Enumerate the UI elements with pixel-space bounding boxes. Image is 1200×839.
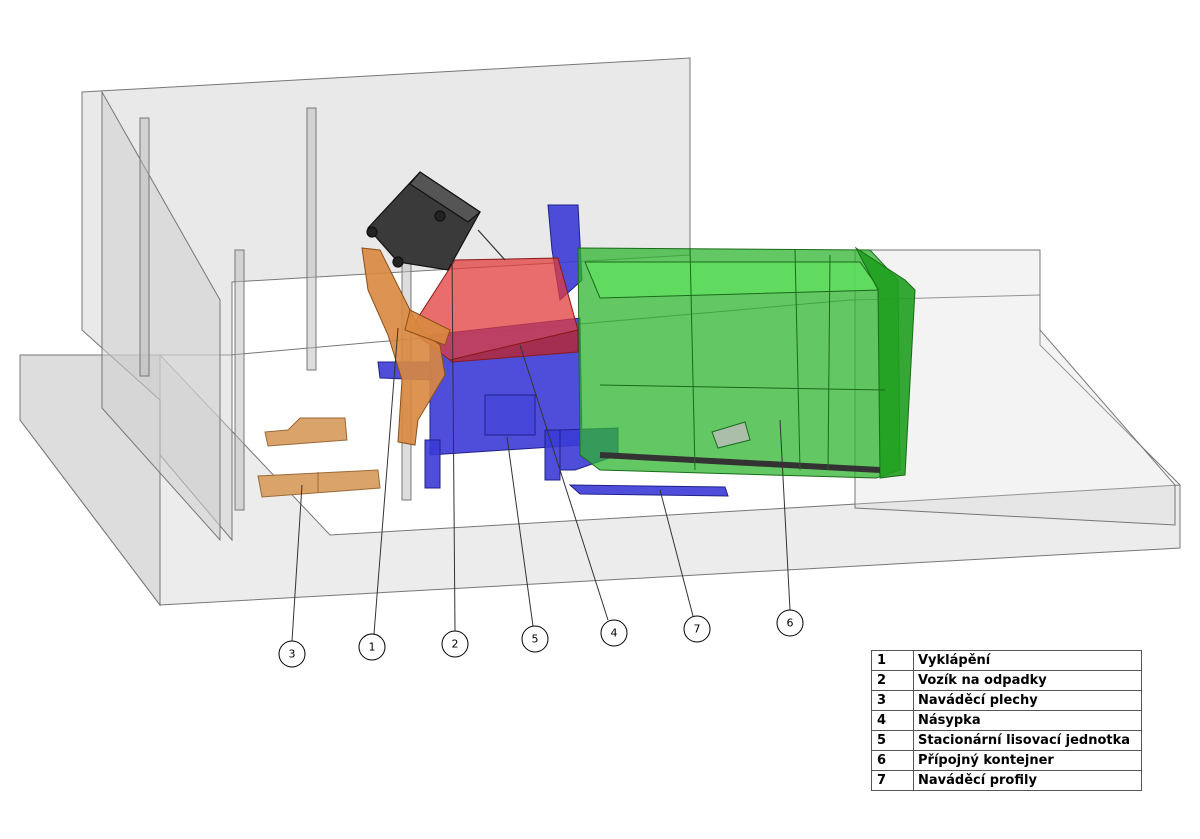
callout-4: 4	[600, 619, 628, 647]
waste-bin	[366, 171, 506, 271]
legend-number: 1	[871, 650, 914, 671]
legend-label: Přípojný kontejner	[913, 750, 1142, 771]
legend-number: 4	[871, 710, 914, 731]
legend-number: 5	[871, 730, 914, 751]
callout-2: 2	[441, 630, 469, 658]
legend-number: 7	[871, 770, 914, 791]
container	[577, 246, 916, 479]
legend-label: Naváděcí profily	[913, 770, 1142, 791]
legend-label: Násypka	[913, 710, 1142, 731]
legend-label: Stacionární lisovací jednotka	[913, 730, 1142, 751]
leader-lines	[291, 254, 791, 642]
callout-label: 7	[694, 623, 701, 636]
legend-row: 1 Vyklápění	[871, 650, 1142, 671]
legend-table: 1 Vyklápění 2 Vozík na odpadky 3 Naváděc…	[871, 650, 1142, 791]
legend-number: 6	[871, 750, 914, 771]
callout-7: 7	[683, 615, 711, 643]
legend-row: 6 Přípojný kontejner	[871, 750, 1142, 771]
legend-number: 2	[871, 670, 914, 691]
back-wall	[81, 57, 691, 542]
callout-label: 1	[369, 641, 376, 654]
callout-6: 6	[776, 609, 804, 637]
guide-plates	[257, 417, 381, 498]
legend-label: Vyklápění	[913, 650, 1142, 671]
legend-row: 7 Naváděcí profily	[871, 770, 1142, 791]
legend-row: 4 Násypka	[871, 710, 1142, 731]
callout-label: 6	[787, 617, 794, 630]
legend-row: 2 Vozík na odpadky	[871, 670, 1142, 691]
legend-number: 3	[871, 690, 914, 711]
legend-row: 3 Naváděcí plechy	[871, 690, 1142, 711]
side-wall-right	[854, 249, 1176, 526]
tipper	[361, 247, 451, 446]
callout-label: 5	[532, 633, 539, 646]
legend-label: Naváděcí plechy	[913, 690, 1142, 711]
legend-label: Vozík na odpadky	[913, 670, 1142, 691]
callout-label: 2	[452, 638, 459, 651]
callout-label: 3	[289, 648, 296, 661]
legend-row: 5 Stacionární lisovací jednotka	[871, 730, 1142, 751]
callout-label: 4	[611, 627, 618, 640]
callout-1: 1	[358, 633, 386, 661]
callout-3: 3	[278, 640, 306, 668]
callout-5: 5	[521, 625, 549, 653]
